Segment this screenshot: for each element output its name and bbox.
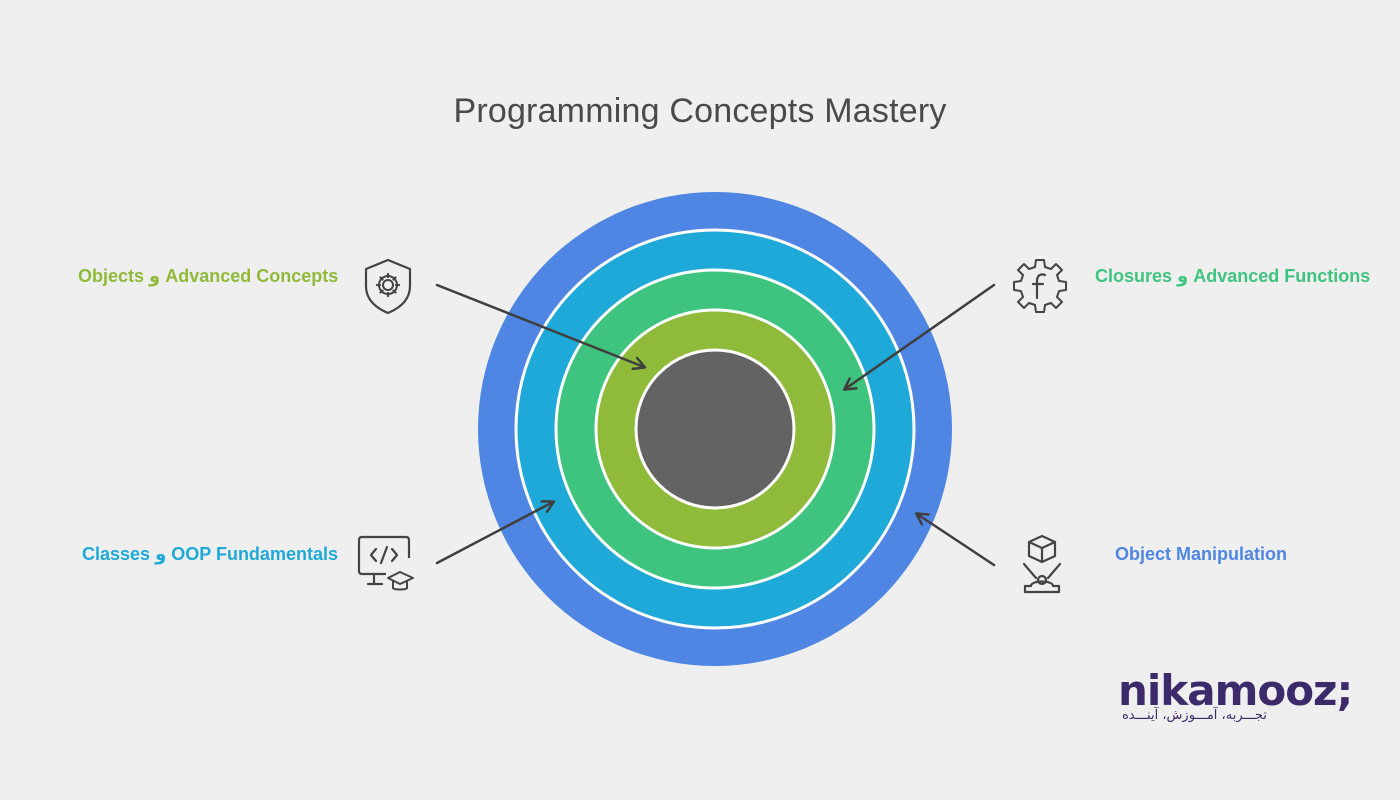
arrow-object-manipulation xyxy=(917,514,996,567)
function-gear-icon xyxy=(1013,259,1067,313)
cube-on-stand-icon xyxy=(1022,534,1062,594)
logo-tagline: تجـــربه، آمـــوزش، آینـــده xyxy=(1122,708,1267,723)
nikamooz-logo: nikamooz; تجـــربه، آمـــوزش، آینـــده xyxy=(1118,668,1353,738)
diagram-title: Programming Concepts Mastery xyxy=(453,92,947,130)
arrow-objects-advanced xyxy=(435,283,644,367)
arrow-closures xyxy=(845,283,996,389)
core-circle xyxy=(634,348,796,510)
code-monitor-graduation-icon xyxy=(357,535,414,591)
arrow-classes-oop xyxy=(435,502,553,565)
label-objects-advanced: Objects و Advanced Concepts xyxy=(78,266,339,286)
logo-wordmark: nikamooz; xyxy=(1118,666,1353,715)
label-classes-oop: Classes و OOP Fundamentals xyxy=(82,544,338,564)
label-object-manipulation: Object Manipulation xyxy=(1115,544,1288,564)
label-closures: Closures و Advanced Functions xyxy=(1095,266,1371,286)
shield-gear-icon xyxy=(364,258,412,315)
